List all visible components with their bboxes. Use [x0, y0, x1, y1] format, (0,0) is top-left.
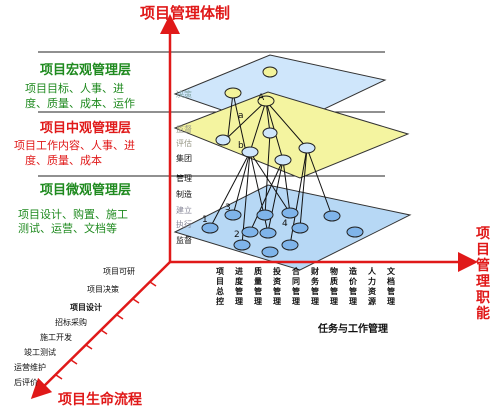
middle-layer-desc-2: 度、质量、成本 — [25, 153, 102, 167]
svg-text:目: 目 — [476, 242, 490, 258]
lifecycle-ticks — [55, 281, 157, 380]
svg-text:管: 管 — [476, 257, 490, 274]
node-1 — [201, 222, 219, 234]
function-label: 合同管理 — [291, 266, 301, 306]
node — [241, 226, 259, 238]
functions-caption: 任务与工作管理 — [317, 322, 388, 335]
vertical-axis-labels: 决策 监督 评估 集团 管理 制造 建立 执行 监督 — [176, 89, 192, 245]
node-letter: b — [238, 141, 244, 151]
lifecycle-stage: 后评价 — [14, 377, 38, 387]
node — [298, 142, 316, 154]
function-labels: 项目总控 进度管理 质量管理 投资管理 合同管理 财务管理 物质管理 造价管理 … — [216, 266, 396, 306]
node-2 — [233, 239, 251, 251]
function-label: 造价管理 — [349, 266, 358, 306]
node-b — [241, 146, 259, 158]
micro-layer-desc-2: 测试、运营、文档等 — [18, 221, 117, 235]
middle-plane — [173, 91, 410, 179]
micro-layer-desc-1: 项目设计、购置、施工 — [18, 207, 128, 221]
axis-label: 执行 — [176, 219, 192, 229]
node-letter: a — [238, 111, 244, 121]
node — [291, 222, 309, 234]
node — [274, 154, 292, 166]
node-letter: 1 — [202, 215, 208, 225]
node — [346, 226, 364, 238]
function-label: 进度管理 — [235, 266, 244, 306]
middle-layer-desc-1: 项目工作内容、人事、进 — [14, 138, 135, 152]
node — [262, 66, 278, 78]
lifecycle-stage: 项目可研 — [103, 267, 135, 276]
node-A — [257, 95, 275, 107]
node-3 — [224, 209, 242, 221]
svg-text:项: 项 — [476, 226, 490, 242]
lifecycle-stage: 招标采购 — [55, 317, 87, 327]
lifecycle-stage: 项目设计 — [70, 302, 102, 312]
function-label: 物质管理 — [330, 266, 338, 306]
macro-layer-desc-1: 项目目标、人事、进 — [25, 81, 124, 95]
axis-label: 监督 — [176, 235, 192, 245]
node-letter: 4 — [282, 219, 288, 229]
node — [281, 239, 299, 251]
axis-title-top: 项目管理体制 — [140, 4, 230, 22]
lifecycle-stage: 运营维护 — [14, 362, 46, 372]
lifecycle-stage: 项目决策 — [87, 284, 119, 294]
function-label: 项目总控 — [216, 267, 224, 306]
axis-label: 监督 — [176, 124, 192, 134]
axis-label: 集团 — [176, 153, 192, 163]
nodes — [201, 66, 364, 258]
node — [323, 210, 341, 222]
axis-label: 制造 — [176, 189, 192, 199]
lifecycle-stage: 竣工测试 — [24, 347, 56, 357]
lifecycle-labels: 项目可研 项目决策 项目设计 招标采购 施工开发 竣工测试 运营维护 后评价 — [14, 267, 135, 387]
lifecycle-axis — [30, 261, 171, 400]
function-label: 投资管理 — [273, 266, 281, 306]
svg-text:理: 理 — [476, 274, 490, 290]
node-4 — [259, 227, 277, 239]
node — [256, 209, 274, 221]
middle-layer-title: 项目中观管理层 — [40, 120, 131, 136]
function-label: 人力资源 — [368, 266, 377, 306]
node-letter: A — [258, 93, 265, 103]
function-label: 文档管理 — [387, 266, 396, 306]
axis-title-right: 项 目 管 理 职 能 — [476, 226, 490, 322]
node — [281, 207, 299, 219]
macro-layer-title: 项目宏观管理层 — [40, 62, 131, 78]
function-label: 质量管理 — [254, 266, 262, 306]
node — [262, 127, 278, 139]
node-letters: a b A 1 2 3 4 — [202, 93, 288, 240]
svg-text:能: 能 — [476, 305, 490, 322]
node-letter: 3 — [225, 203, 231, 213]
axis-label: 建立 — [176, 205, 192, 215]
node — [215, 134, 231, 146]
axis-label: 评估 — [176, 138, 192, 148]
macro-layer-desc-2: 度、质量、成本、运作 — [25, 96, 135, 110]
axis-label: 管理 — [176, 173, 192, 183]
node-letter: 2 — [234, 230, 240, 240]
node — [224, 87, 242, 99]
lifecycle-stage: 施工开发 — [40, 332, 72, 342]
axis-title-bottom: 项目生命流程 — [58, 391, 142, 408]
micro-layer-title: 项目微观管理层 — [40, 182, 131, 198]
axis-label: 决策 — [176, 89, 192, 99]
node — [261, 246, 279, 258]
function-label: 财务管理 — [310, 266, 320, 306]
svg-text:职: 职 — [476, 290, 490, 306]
